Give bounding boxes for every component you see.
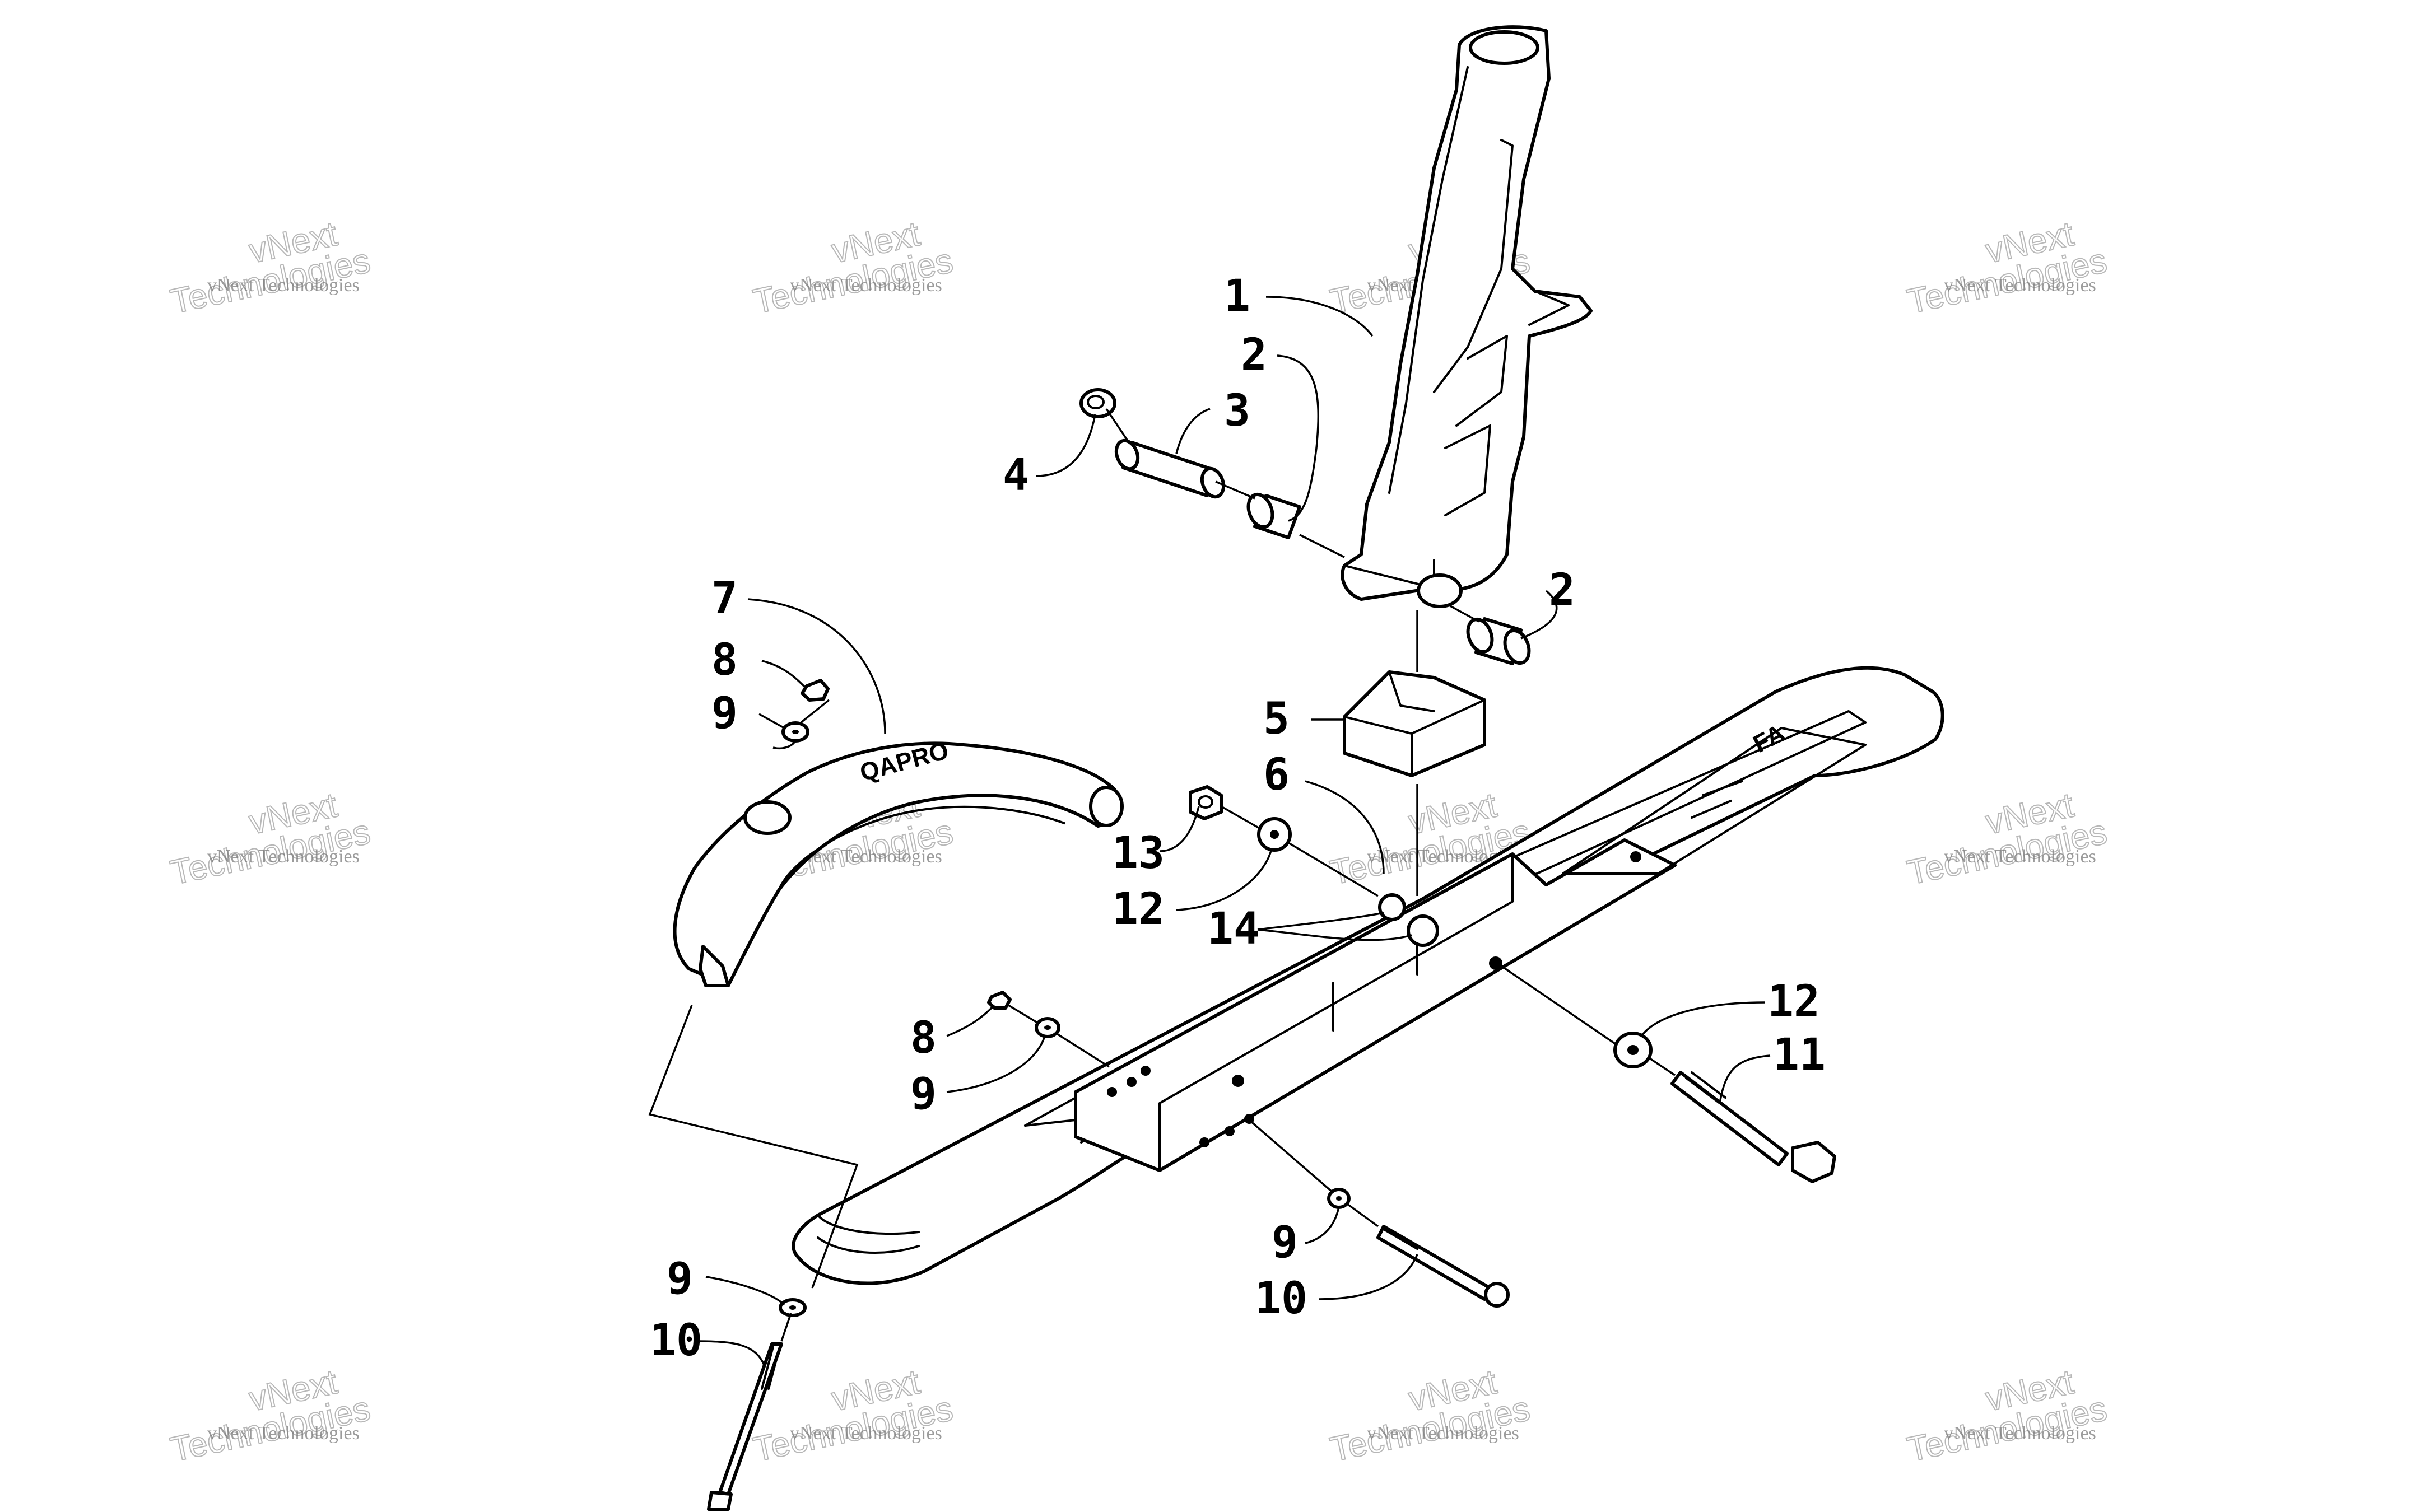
assembly-lines (648, 408, 1676, 1342)
svg-text:vNext Technologies: vNext Technologies (207, 846, 360, 867)
callout-1: 1 (1224, 271, 1250, 321)
callout-3: 3 (1224, 386, 1250, 436)
ski: FA (792, 666, 1944, 1285)
callout-9: 9 (1272, 1217, 1298, 1268)
bushing-2-right (1466, 617, 1531, 665)
bolts (707, 1071, 1836, 1511)
callout-7: 7 (711, 573, 738, 624)
svg-text:vNext Technologies: vNext Technologies (1944, 1423, 2096, 1444)
callout-13: 13 (1112, 828, 1165, 879)
callout-leaders (697, 296, 1771, 1367)
spindle (1341, 25, 1593, 608)
callout-12: 12 (1112, 884, 1165, 935)
callout-6: 6 (1263, 750, 1290, 800)
callout-4: 4 (1003, 450, 1029, 501)
svg-text:vNext Technologies: vNext Technologies (790, 275, 942, 296)
callout-9: 9 (667, 1254, 693, 1304)
callout-2: 2 (1549, 565, 1575, 615)
svg-text:vNext Technologies: vNext Technologies (1367, 1423, 1519, 1444)
callout-8: 8 (910, 1013, 937, 1063)
callout-8: 8 (711, 635, 738, 685)
callout-14: 14 (1207, 904, 1260, 954)
bumper-7: QAPRO (673, 737, 1124, 987)
pad-5 (1343, 670, 1486, 777)
callout-2: 2 (1241, 330, 1267, 380)
svg-text:vNext Technologies: vNext Technologies (1944, 846, 2096, 867)
pin-3 (1114, 438, 1226, 499)
callout-9: 9 (711, 688, 738, 739)
svg-text:vNext Technologies: vNext Technologies (790, 1423, 942, 1444)
svg-text:vNext Technologies: vNext Technologies (1944, 275, 2096, 296)
callout-10: 10 (1255, 1273, 1307, 1324)
callout-9: 9 (910, 1069, 937, 1119)
callout-12: 12 (1767, 977, 1820, 1027)
callout-5: 5 (1263, 694, 1290, 744)
callout-labels: 1 2 2 3 4 5 6 7 8 8 9 9 9 9 10 10 11 12 … (650, 271, 1826, 1366)
callout-10: 10 (650, 1315, 702, 1366)
svg-text:vNext Technologies: vNext Technologies (207, 1423, 360, 1444)
svg-text:vNext Technologies: vNext Technologies (207, 275, 360, 296)
callout-11: 11 (1773, 1030, 1826, 1080)
bushing-2-left (1246, 492, 1301, 539)
